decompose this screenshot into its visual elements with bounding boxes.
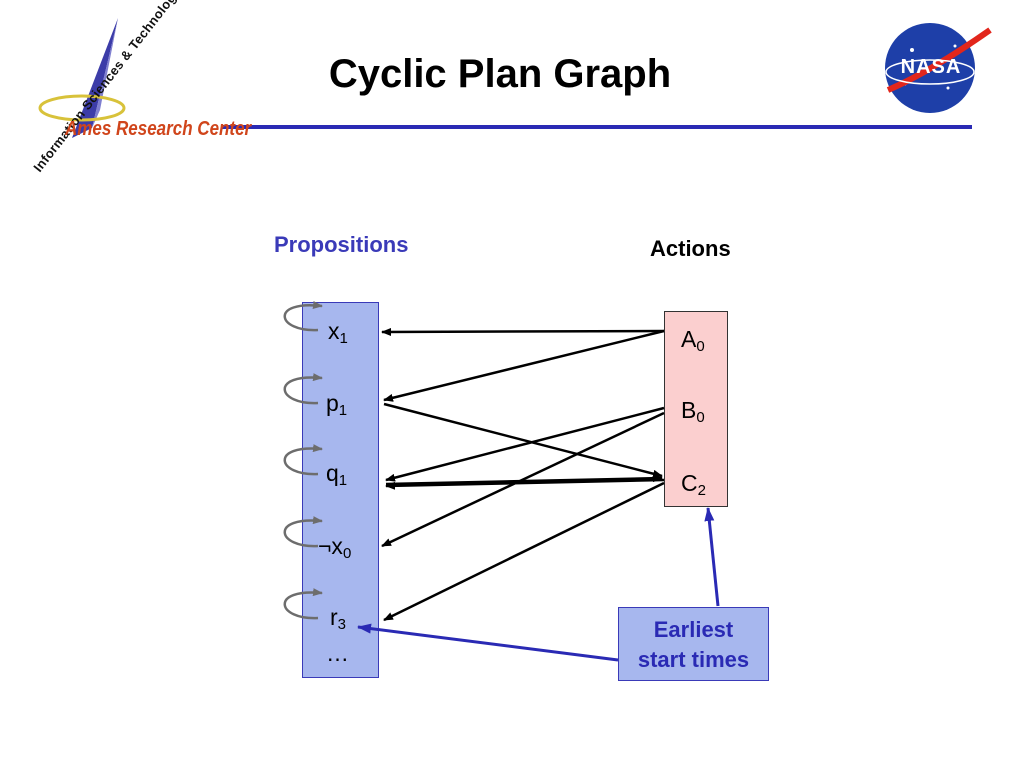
actions-box [664, 311, 728, 507]
earliest-start-times-callout: Earliest start times [618, 607, 769, 681]
edge-C2-q1 [385, 478, 665, 490]
actions-heading: Actions [650, 236, 731, 261]
proposition-x1: x1 [328, 318, 348, 347]
edge-B0-not-x0 [381, 411, 665, 548]
edge-C2-r3 [383, 481, 665, 622]
proposition-q1: q1 [326, 460, 348, 489]
propositions-box [302, 302, 379, 678]
propositions-ellipsis: … [326, 640, 349, 666]
proposition-not-x0: ¬x0 [318, 533, 352, 562]
loop-r3 [283, 588, 323, 620]
loop-not-x0 [283, 516, 323, 548]
callout-line-2: start times [637, 647, 750, 672]
nasa-logo-graphic [885, 23, 992, 113]
callout-arrow-to-C2 [704, 507, 720, 607]
action-B0: B0 [681, 397, 705, 426]
loop-x1 [283, 300, 323, 332]
callout-line-1: Earliest [653, 617, 734, 642]
action-A0: A0 [681, 326, 705, 355]
proposition-self-loops [283, 300, 323, 620]
ames-logo-text: Ames Research Center [65, 118, 252, 140]
edge-B0-q1 [385, 406, 665, 482]
callout-arrow-to-r3 [357, 623, 619, 662]
loop-q1 [283, 444, 323, 476]
edge-A0-x1 [381, 327, 665, 336]
nasa-logo-text: NASA [900, 56, 962, 78]
ames-logo-graphic [38, 18, 126, 138]
loop-p1 [283, 373, 323, 405]
proposition-p1: p1 [326, 390, 348, 419]
propositions-heading: Propositions [274, 232, 409, 257]
edge-A0-p1 [383, 329, 665, 402]
action-C2: C2 [681, 470, 706, 499]
edge-p1-C2 [383, 402, 663, 478]
proposition-r3: r3 [330, 604, 347, 633]
header-rule [222, 125, 972, 129]
page-title: Cyclic Plan Graph [328, 52, 672, 96]
edge-q1-C2 [385, 474, 663, 486]
